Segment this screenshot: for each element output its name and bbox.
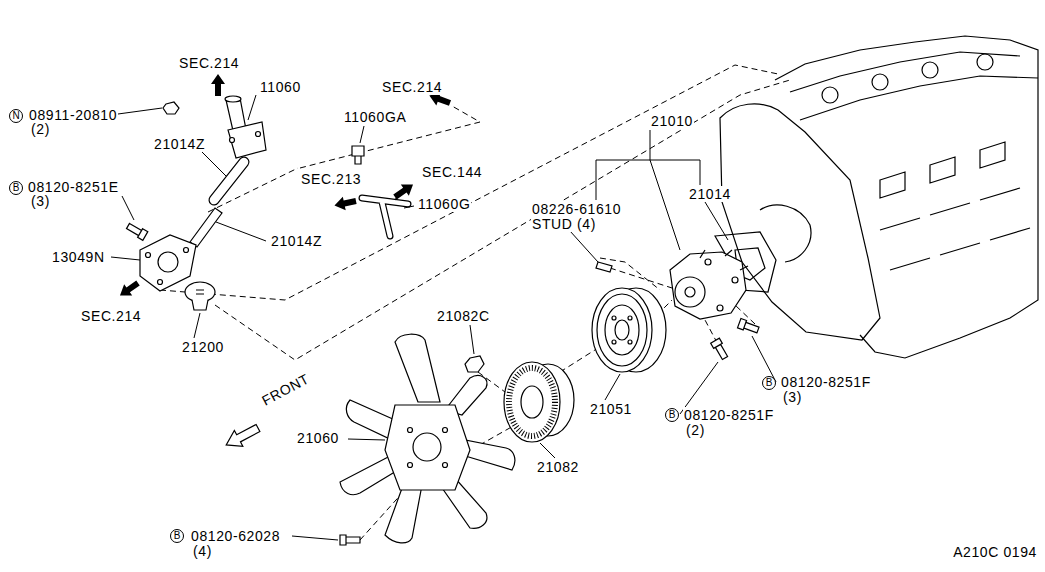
callout-label: 21082 — [536, 459, 580, 475]
stud — [596, 262, 612, 272]
engine-block — [720, 36, 1038, 358]
callout-label: (3) — [30, 193, 51, 209]
callout-label: 21060 — [296, 430, 340, 446]
symbol-letter: N — [12, 111, 19, 121]
callout-label: 21200 — [181, 339, 225, 355]
circled-symbol: B — [665, 408, 679, 422]
bolts — [126, 222, 760, 545]
symbol-letter: B — [13, 183, 20, 193]
callout-label: 11060G — [417, 196, 471, 212]
callout-label: 11060GA — [343, 109, 407, 125]
fan-clutch — [504, 362, 574, 442]
front-arrow — [222, 420, 262, 453]
callout-label: A210C 0194 — [952, 544, 1038, 560]
callout-label: 21014Z — [153, 136, 206, 152]
callout-label: 21051 — [589, 401, 633, 417]
symbol-letter: B — [669, 410, 676, 420]
circled-symbol: B — [762, 376, 776, 390]
callout-label: 08226-61610 — [531, 201, 622, 217]
callout-label: 11060 — [259, 79, 302, 95]
callout-label: SEC.144 — [421, 164, 483, 180]
water-pump — [670, 250, 748, 319]
thermostat — [185, 282, 215, 310]
circled-symbol: B — [9, 181, 23, 195]
water-outlet — [225, 96, 266, 158]
symbol-letter: B — [766, 378, 773, 388]
dashed-guides — [160, 65, 790, 540]
callout-label: FRONT — [258, 370, 313, 409]
thermostat-housing — [140, 208, 222, 291]
circled-symbol: N — [9, 109, 23, 123]
section-arrows — [116, 74, 452, 301]
callout-label: SEC.214 — [381, 79, 443, 95]
pulley — [592, 288, 666, 372]
callout-label: 08120-62028 — [190, 528, 281, 544]
callout-label: 08120-8251F — [780, 374, 872, 390]
callout-label: SEC.214 — [178, 55, 240, 71]
callout-label: (2) — [30, 121, 51, 137]
callout-label: 21082C — [436, 308, 491, 324]
callout-label: (2) — [685, 422, 706, 438]
circled-symbol: B — [170, 529, 184, 543]
callout-label: 21010 — [650, 113, 694, 129]
leader-lines — [111, 95, 776, 540]
callout-label: 08120-8251F — [683, 407, 775, 423]
callout-label: SEC.213 — [300, 171, 362, 187]
callout-label: (4) — [192, 543, 213, 559]
callout-label: SEC.214 — [80, 308, 142, 324]
callout-label: (3) — [782, 389, 803, 405]
hoses — [214, 162, 244, 200]
callout-label: 21014Z — [270, 233, 323, 249]
callout-label: STUD (4) — [531, 216, 597, 232]
nut — [465, 356, 484, 372]
water-pipe — [362, 190, 410, 236]
fan — [340, 334, 515, 543]
callout-label: 21014 — [688, 186, 732, 202]
callout-label: 13049N — [51, 249, 106, 265]
symbol-letter: B — [174, 531, 181, 541]
